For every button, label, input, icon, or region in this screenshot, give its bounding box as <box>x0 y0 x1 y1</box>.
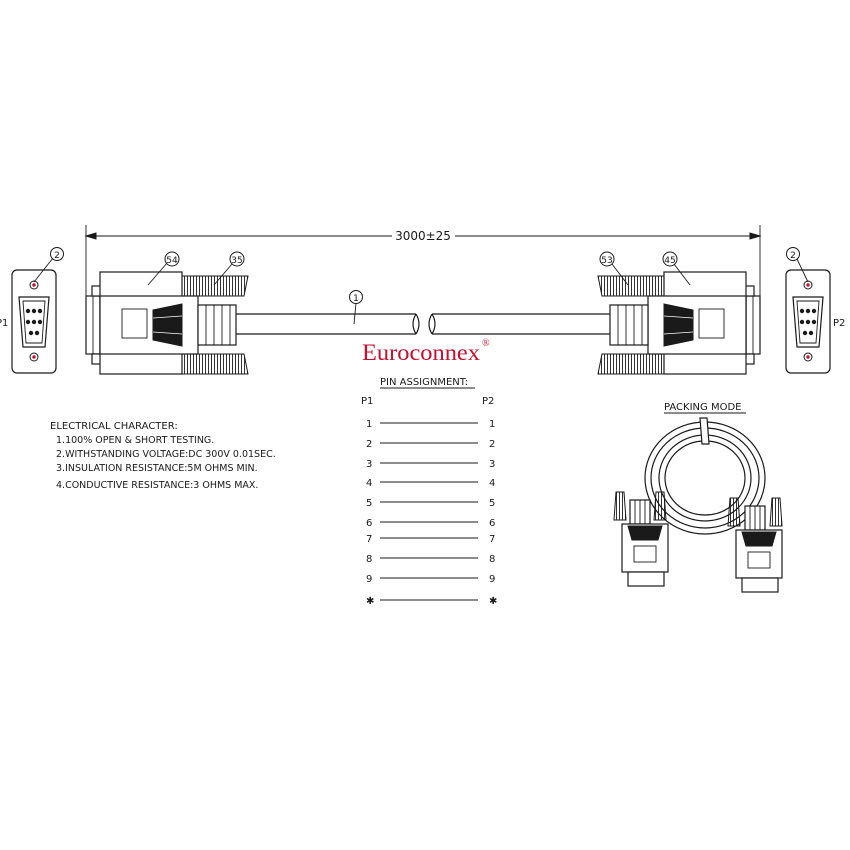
pin-left-number: 8 <box>366 554 372 565</box>
pin-right-number: 7 <box>489 534 495 545</box>
brand-logo: Euroconnex ® <box>362 338 490 365</box>
connector-label-p2: P2 <box>833 318 845 329</box>
pin-right-number: ✱ <box>489 596 497 607</box>
electrical-item-1: 1.100% OPEN & SHORT TESTING. <box>56 435 214 446</box>
electrical-item-3: 3.INSULATION RESISTANCE:5M OHMS MIN. <box>56 463 258 474</box>
electrical-title: ELECTRICAL CHARACTER: <box>50 421 178 432</box>
right-connector-face: 2 P2 <box>785 247 845 374</box>
balloon-right-face: 2 <box>790 251 796 261</box>
balloon-left-face: 2 <box>54 251 60 261</box>
pin-left-number: ✱ <box>366 596 374 607</box>
dimension-label: 3000±25 <box>395 229 451 243</box>
right-connector-side: 53 45 <box>597 251 761 375</box>
pin-right-number: 4 <box>489 478 495 489</box>
balloon-cable: 1 <box>353 294 359 304</box>
pin-left-number: 7 <box>366 534 372 545</box>
balloon-left-hood: 54 <box>166 256 178 266</box>
pin-left-number: 3 <box>366 459 372 470</box>
dimension-line: 3000±25 <box>84 225 762 300</box>
pin-right-number: 6 <box>489 518 495 529</box>
electrical-item-2: 2.WITHSTANDING VOLTAGE:DC 300V 0.01SEC. <box>56 449 276 460</box>
pin-right-number: 3 <box>489 459 495 470</box>
packing-title: PACKING MODE <box>664 402 741 413</box>
pin-col-p1: P1 <box>361 396 373 407</box>
pin-left-number: 2 <box>366 439 372 450</box>
connector-label-p1: P1 <box>0 318 8 329</box>
pin-left-number: 6 <box>366 518 372 529</box>
balloon-right-hood: 45 <box>664 256 675 266</box>
pin-left-number: 9 <box>366 574 372 585</box>
balloon-left-screw: 35 <box>231 256 242 266</box>
electrical-character: ELECTRICAL CHARACTER: 1.100% OPEN & SHOR… <box>50 421 276 491</box>
packing-mode: PACKING MODE <box>613 402 783 593</box>
brand-registered-mark: ® <box>482 338 490 349</box>
pin-right-number: 8 <box>489 554 495 565</box>
cable: 1 <box>236 290 610 335</box>
pin-row: ✱✱ <box>366 596 497 607</box>
pin-left-number: 1 <box>366 419 372 430</box>
electrical-item-4: 4.CONDUCTIVE RESISTANCE:3 OHMS MAX. <box>56 480 258 491</box>
brand-name: Euroconnex <box>362 340 481 365</box>
pin-right-number: 1 <box>489 419 495 430</box>
pin-assignment-title: PIN ASSIGNMENT: <box>380 377 468 388</box>
left-connector-side: 54 35 <box>85 251 249 375</box>
balloon-right-screw: 53 <box>601 256 612 266</box>
pin-right-number: 2 <box>489 439 495 450</box>
pin-right-number: 5 <box>489 498 495 509</box>
pin-left-number: 4 <box>366 478 372 489</box>
left-connector-face: 2 P1 <box>0 247 64 374</box>
pin-left-number: 5 <box>366 498 372 509</box>
pin-col-p2: P2 <box>482 396 494 407</box>
pin-right-number: 9 <box>489 574 495 585</box>
